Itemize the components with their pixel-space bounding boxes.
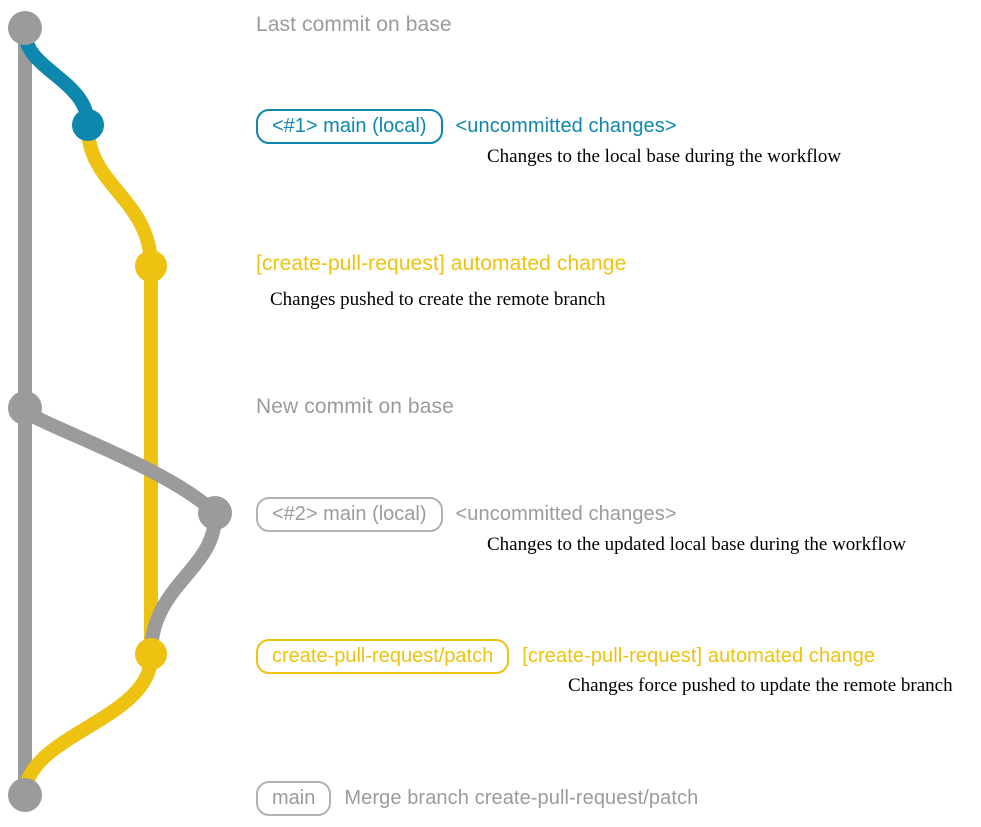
commit-subject: Last commit on base	[256, 13, 452, 36]
commit-description: Changes to the updated local base during…	[487, 534, 906, 555]
commit-node-patch-1[interactable]	[135, 250, 167, 282]
commit-node-local-1[interactable]	[72, 109, 104, 141]
ref-tag-label: create-pull-request/patch	[256, 639, 510, 674]
commit-node-base-new[interactable]	[8, 391, 42, 425]
commit-node-patch-2[interactable]	[135, 638, 167, 670]
commit-subject: <uncommitted changes>	[455, 115, 677, 137]
commit-row-last-commit-on-base: Last commit on base	[256, 13, 452, 37]
commit-row-new-commit-on-base: New commit on base	[256, 395, 454, 419]
edge-base-to-local1	[18, 25, 95, 132]
ref-tag-label: main	[256, 781, 332, 816]
edge-basenew-to-local2	[18, 405, 222, 520]
commit-row-automated-change-2: create-pull-request/patch [create-pull-r…	[256, 639, 875, 674]
ref-tag-create-pull-request-patch[interactable]: create-pull-request/patch	[256, 639, 510, 674]
commit-subject: New commit on base	[256, 395, 454, 418]
commit-subject: <uncommitted changes>	[455, 503, 677, 525]
ref-tag-label: <#2> main (local)	[256, 497, 443, 532]
commit-row-local-uncommitted-1: <#1> main (local) <uncommitted changes>	[256, 109, 677, 144]
commit-node-local-2[interactable]	[198, 496, 232, 530]
branch-graph-svg	[8, 11, 232, 812]
commit-node-base-merge[interactable]	[8, 778, 42, 812]
commit-row-merge-commit: main Merge branch create-pull-request/pa…	[256, 781, 698, 816]
edge-patch2-to-merge	[18, 650, 158, 802]
commit-node-base-head[interactable]	[8, 11, 42, 45]
commit-description: Changes to the local base during the wor…	[487, 146, 842, 167]
edge-local2-to-patch2	[144, 509, 222, 661]
commit-subject: Merge branch create-pull-request/patch	[344, 787, 699, 809]
commit-description: Changes pushed to create the remote bran…	[270, 289, 606, 310]
commit-subject: [create-pull-request] automated change	[522, 645, 876, 667]
ref-tag-main-local-2[interactable]: <#2> main (local)	[256, 497, 443, 532]
commit-row-local-uncommitted-2: <#2> main (local) <uncommitted changes>	[256, 497, 677, 532]
ref-tag-label: <#1> main (local)	[256, 109, 443, 144]
ref-tag-main-local-1[interactable]: <#1> main (local)	[256, 109, 443, 144]
commit-subject: [create-pull-request] automated change	[256, 252, 627, 275]
commit-row-automated-change-1: [create-pull-request] automated change	[256, 252, 626, 276]
ref-tag-main[interactable]: main	[256, 781, 332, 816]
commit-description: Changes force pushed to update the remot…	[568, 675, 953, 696]
edge-local1-to-patch1	[81, 121, 158, 273]
